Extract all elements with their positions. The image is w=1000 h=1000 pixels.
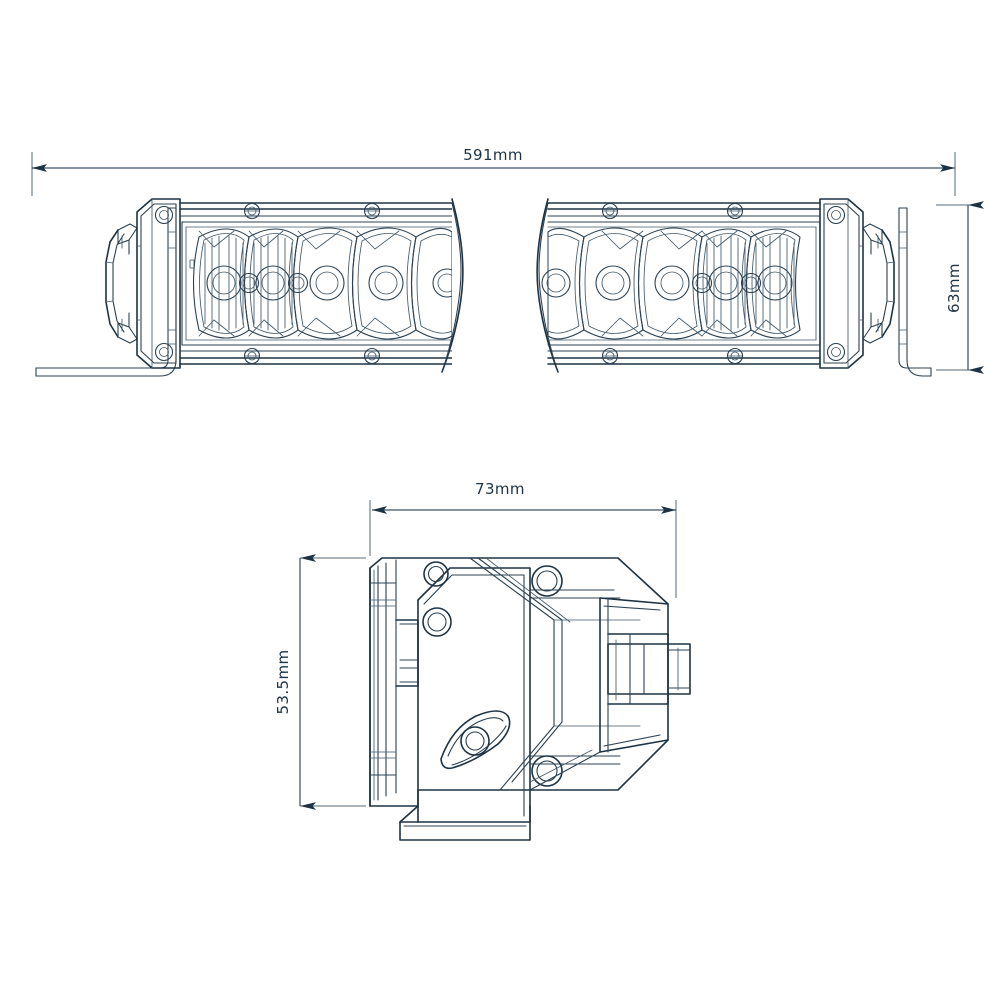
dimension-label-53-5mm: 53.5mm: [274, 649, 292, 714]
dimension-overall-height: 63mm: [936, 201, 984, 374]
side-lower-chamfer: [529, 749, 601, 791]
side-housing-outline: [369, 557, 669, 807]
dimension-overall-depth: 73mm: [369, 480, 677, 598]
lens-surround-chevrons-left: [198, 230, 400, 337]
dimension-label-73mm: 73mm: [475, 480, 525, 498]
led-small-nub-3: [740, 272, 762, 294]
break-line-left: [441, 196, 478, 373]
housing-fastener-bottom-1: [243, 347, 261, 365]
side-rear-body: [599, 597, 669, 753]
led-small-nub-4: [691, 272, 713, 294]
side-rear-connector: [607, 633, 691, 705]
dimension-label-591mm: 591mm: [463, 146, 523, 164]
housing-fastener-top-2: [363, 202, 381, 220]
led-small-nub-2: [287, 272, 309, 294]
dimension-label-63mm: 63mm: [945, 263, 963, 313]
housing-fastener-top-4: [726, 202, 744, 220]
side-bracket-plate: [417, 567, 531, 823]
optic-flutes-10: [755, 235, 795, 331]
dimension-overall-length: 591mm: [31, 146, 956, 196]
left-housing-end-block: [136, 198, 181, 369]
lens-surround-chevrons-right: [601, 230, 787, 337]
housing-left-segment: [179, 202, 462, 365]
housing-fastener-top-1: [243, 202, 261, 220]
right-end-cap: [862, 223, 895, 344]
side-fastener-hole-mid-left: [422, 607, 452, 637]
side-upper-ribs: [469, 557, 641, 791]
front-view-group: [35, 196, 932, 377]
side-view-group: [369, 557, 691, 841]
left-end-cap: [105, 223, 138, 344]
side-fastener-hole-top-right: [531, 565, 563, 597]
housing-fastener-top-3: [601, 202, 619, 220]
housing-fastener-bottom-4: [726, 347, 744, 365]
housing-fastener-bottom-2: [363, 347, 381, 365]
side-adjustment-slot: [440, 710, 511, 770]
housing-fastener-bottom-3: [601, 347, 619, 365]
side-fastener-hole-top-left: [423, 561, 449, 587]
led-small-nub-1: [238, 272, 260, 294]
led-optic-cell-10: [745, 228, 801, 339]
dimension-side-height: 53.5mm: [274, 554, 366, 810]
right-mounting-bracket: [898, 207, 932, 377]
right-housing-end-block: [819, 198, 864, 369]
break-line-right: [506, 196, 559, 373]
